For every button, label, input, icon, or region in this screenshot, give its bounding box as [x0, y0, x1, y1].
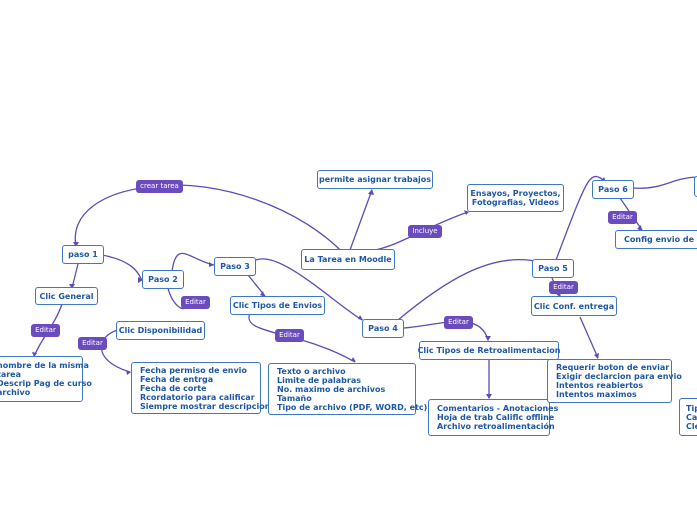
arrow-clic-general [69, 284, 75, 289]
tag-editar-clic-disp[interactable]: Editar [78, 337, 107, 350]
node-texto-o-archivo[interactable]: Texto o archivo Limite de palabras No. m… [268, 363, 427, 415]
link-paso3-paso4 [251, 258, 363, 321]
link-central-permite [349, 189, 373, 251]
node-label: Paso 4 [368, 324, 398, 333]
node-permite-asignar-trabajos[interactable]: permite asignar trabajos [317, 170, 433, 189]
node-label: Texto o archivo Limite de palabras No. m… [277, 366, 428, 412]
node-label: Clic Disponibilidad [118, 326, 203, 335]
tag-crear-tarea[interactable]: crear tarea [136, 180, 183, 193]
node-label: permite asignar trabajos [319, 175, 431, 184]
arrow-permite [368, 189, 374, 195]
node-paso-5[interactable]: Paso 5 [532, 259, 574, 278]
node-clic-general[interactable]: Clic General [35, 287, 98, 305]
node-label: Fecha permiso de envio Fecha de entrga F… [140, 365, 271, 411]
node-label: Comentarios - Anotaciones Hoja de trab C… [437, 404, 559, 431]
node-comentarios[interactable]: Comentarios - Anotaciones Hoja de trab C… [428, 399, 558, 436]
node-partial-right[interactable]: Tip Ca Cle [679, 398, 697, 436]
node-label: Ensayos, Proyectos, Fotografias, Videos [470, 189, 561, 207]
tag-editar-paso5[interactable]: Editar [549, 281, 578, 294]
node-paso-2[interactable]: Paso 2 [142, 270, 184, 289]
node-paso-6[interactable]: Paso 6 [592, 180, 634, 199]
arrow-paso2 [138, 277, 143, 283]
node-label: Paso 2 [148, 275, 178, 284]
tag-editar-paso2[interactable]: Editar [181, 296, 210, 309]
node-label: Clic Conf. entrega [533, 301, 615, 311]
node-label: paso 1 [68, 250, 98, 259]
tag-editar-clic-general[interactable]: Editar [31, 324, 60, 337]
node-label: Clic Tipos de Envios [232, 301, 323, 310]
node-label: Clic Tipos de Retroalimentacion [417, 346, 561, 355]
link-crear-tarea [74, 184, 349, 259]
node-label: Requerir boton de enviar Exigir declarci… [556, 363, 682, 399]
node-paso-3[interactable]: Paso 3 [214, 257, 256, 276]
tag-editar-paso6[interactable]: Editar [608, 211, 637, 224]
tag-incluye[interactable]: Incluye [408, 225, 442, 238]
node-paso-4[interactable]: Paso 4 [362, 319, 404, 338]
node-partial-top-right[interactable] [694, 176, 697, 197]
node-la-tarea-en-moodle[interactable]: La Tarea en Moodle [301, 249, 395, 270]
node-config-envio-de-grupo[interactable]: Config envio de gru [615, 230, 697, 249]
node-nombre-de-la-misma[interactable]: nombre de la misma tarea Descrip Pag de … [0, 356, 92, 402]
node-label: Clic General [39, 291, 94, 301]
arrow-comentarios [486, 394, 492, 399]
link-paso5-paso6 [555, 175, 607, 261]
arrow-nombre [32, 352, 37, 357]
link-conf-requerir [579, 316, 599, 359]
link-paso2-paso3 [171, 252, 215, 273]
link-paso4-paso5 [397, 258, 541, 321]
node-label: Paso 6 [598, 185, 628, 194]
arrow-ensayos [464, 210, 469, 215]
node-requerir-boton[interactable]: Requerir boton de enviar Exigir declarci… [547, 359, 682, 403]
node-label: Paso 5 [538, 264, 568, 273]
arrow-config [637, 225, 642, 231]
arrow-paso4 [358, 315, 363, 320]
link-paso6-right [631, 176, 697, 189]
arrow-paso1 [73, 242, 79, 247]
arrow-requerir [594, 353, 599, 359]
node-clic-disponibilidad[interactable]: Clic Disponibilidad [116, 321, 205, 340]
tag-editar-clic-tipos[interactable]: Editar [275, 329, 304, 342]
node-label: Paso 3 [220, 262, 250, 271]
node-clic-tipos-de-retroalimentacion[interactable]: Clic Tipos de Retroalimentacion [417, 341, 561, 360]
node-label: Config envio de gru [624, 235, 697, 244]
node-label: La Tarea en Moodle [304, 255, 392, 264]
arrow-texto [351, 357, 356, 362]
node-ensayos-proyectos[interactable]: Ensayos, Proyectos, Fotografias, Videos [467, 184, 564, 212]
arrow-fechas [126, 370, 131, 375]
node-label: nombre de la misma tarea Descrip Pag de … [0, 361, 92, 397]
arrow-retro [485, 336, 491, 341]
node-clic-conf-entrega[interactable]: Clic Conf. entrega [531, 296, 617, 316]
link-paso1-paso2 [101, 254, 143, 281]
node-fechas[interactable]: Fecha permiso de envio Fecha de entrga F… [131, 362, 270, 414]
tag-editar-paso4[interactable]: Editar [444, 316, 473, 329]
node-label: Tip Ca Cle [686, 403, 697, 431]
arrow-paso3 [209, 262, 214, 267]
node-paso-1[interactable]: paso 1 [62, 245, 104, 264]
node-clic-tipos-de-envios[interactable]: Clic Tipos de Envios [230, 296, 325, 315]
arrow-clic-tipos [260, 291, 265, 297]
